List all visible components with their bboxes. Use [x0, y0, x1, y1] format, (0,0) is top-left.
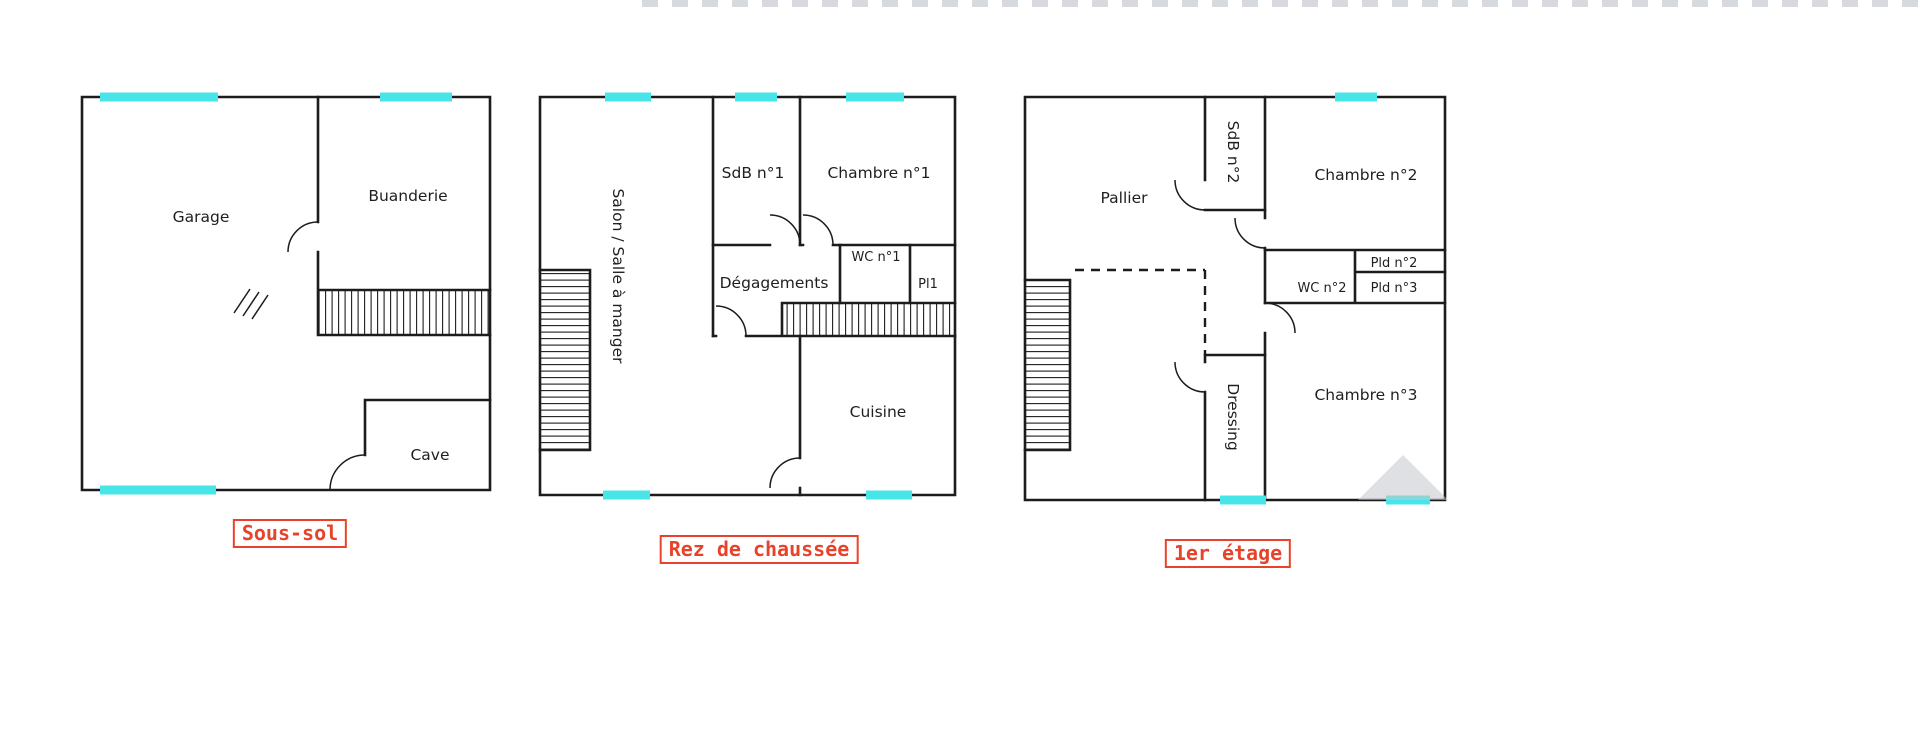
interior-walls-sdb1 — [711, 95, 802, 338]
caption-sous-sol: Sous-sol — [232, 519, 348, 548]
window-marker — [605, 92, 651, 102]
interior-walls-cave — [363, 398, 492, 457]
room-label-sdb2: SdB n°2 — [1224, 121, 1242, 184]
window-marker — [735, 92, 777, 102]
window-marker — [100, 485, 216, 495]
floorplan-1er-etage: Pallier SdB n°2 Chambre n°2 Pld n°2 WC n… — [1023, 92, 1448, 505]
staircase-ground-left — [540, 270, 590, 450]
interior-walls-stairs-mid — [711, 301, 957, 338]
window-marker — [603, 490, 650, 500]
room-label-chambre1: Chambre n°1 — [827, 164, 930, 182]
door-arc-sdb2 — [1174, 179, 1206, 211]
interior-walls-sdb2 — [1203, 95, 1267, 212]
watermark-logo — [1358, 455, 1448, 500]
staircase-ground-mid — [782, 303, 955, 336]
room-label-pl1: Pl1 — [918, 277, 938, 292]
room-label-salon: Salon / Salle à manger — [609, 188, 627, 364]
room-label-wc2: WC n°2 — [1297, 281, 1346, 296]
door-arc-dressing — [1174, 361, 1206, 393]
window-marker — [380, 92, 452, 102]
door-arc-cuisine — [769, 457, 801, 489]
door-arc-sdb1 — [769, 214, 801, 246]
stair-enclosure-rdc — [538, 268, 592, 452]
room-label-cave: Cave — [410, 446, 449, 464]
outer-walls-rdc — [538, 95, 957, 497]
room-label-chambre2: Chambre n°2 — [1314, 166, 1417, 184]
door-arc-cave — [329, 454, 366, 491]
top-watermark-strip — [642, 0, 1920, 7]
room-label-pallier: Pallier — [1101, 189, 1149, 207]
caption-1er-etage: 1er étage — [1164, 539, 1292, 568]
room-label-pld3: Pld n°3 — [1371, 281, 1418, 296]
window-marker — [100, 92, 218, 102]
door-arc-degagements — [715, 305, 747, 337]
door-arc-buanderie — [287, 221, 319, 253]
room-label-garage: Garage — [173, 208, 230, 226]
door-arc-chambre1 — [802, 214, 834, 246]
room-label-chambre3: Chambre n°3 — [1314, 386, 1417, 404]
outer-walls-sous-sol — [80, 95, 492, 492]
interior-walls-wc2-placards — [1263, 248, 1447, 305]
floorplan-sous-sol: Garage Buanderie Cave — [80, 92, 492, 495]
room-label-pld2: Pld n°2 — [1371, 256, 1418, 271]
room-label-wc1: WC n°1 — [851, 250, 900, 265]
slope-hatch-icon — [233, 288, 269, 320]
door-arc-chambre2 — [1234, 217, 1266, 249]
stair-void-dashed-line — [1075, 268, 1207, 355]
interior-walls-wc1-pl1 — [838, 243, 912, 305]
window-marker — [846, 92, 904, 102]
floorplan-rez-de-chaussee: Salon / Salle à manger SdB n°1 Chambre n… — [538, 92, 957, 500]
room-label-buanderie: Buanderie — [368, 187, 447, 205]
window-marker — [1335, 92, 1377, 102]
door-arc-chambre3 — [1264, 302, 1296, 334]
room-label-cuisine: Cuisine — [850, 403, 907, 421]
staircase-first-floor — [1025, 280, 1070, 450]
stair-enclosure-etage1 — [1023, 278, 1072, 452]
caption-rez-de-chaussee: Rez de chaussée — [659, 535, 859, 564]
room-label-dressing: Dressing — [1224, 383, 1242, 451]
interior-walls-buanderie — [316, 95, 492, 337]
staircase-basement — [318, 290, 490, 335]
interior-walls-dressing — [1203, 353, 1267, 502]
room-label-degagements: Dégagements — [720, 274, 829, 292]
room-label-sdb1: SdB n°1 — [722, 164, 785, 182]
window-marker — [866, 490, 912, 500]
window-marker — [1220, 495, 1266, 505]
